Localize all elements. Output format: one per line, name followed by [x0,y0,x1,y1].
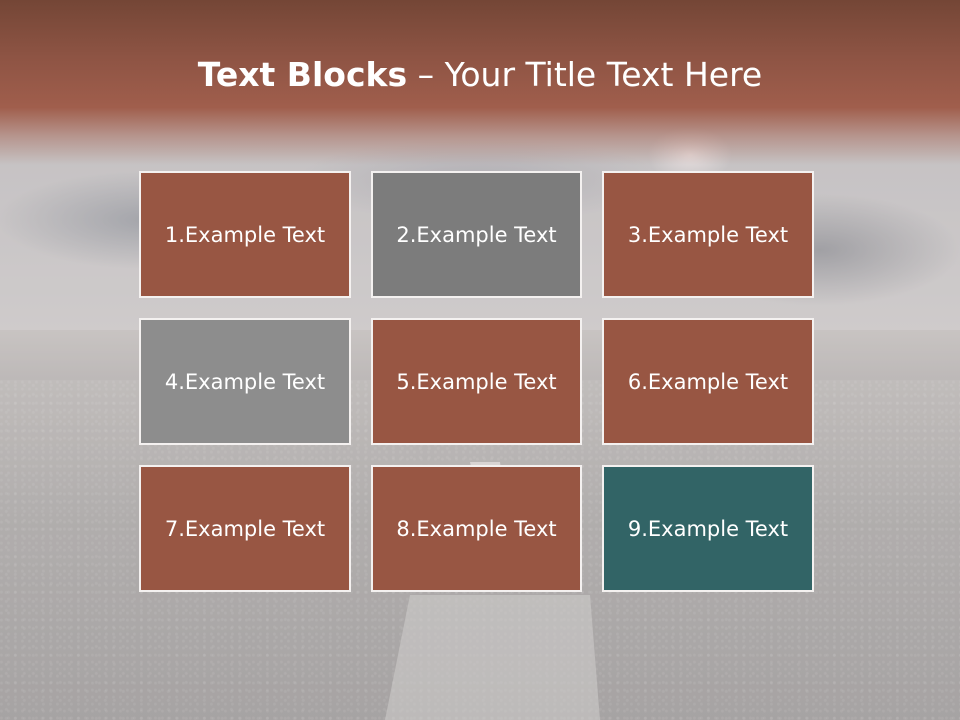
text-block-9[interactable]: 9.Example Text [602,465,814,592]
title-rest: Your Title Text Here [444,55,763,94]
slide-title: Text Blocks – Your Title Text Here [0,52,960,98]
text-block-5[interactable]: 5.Example Text [371,318,582,445]
text-block-1[interactable]: 1.Example Text [139,171,351,298]
text-block-7[interactable]: 7.Example Text [139,465,351,592]
text-block-2[interactable]: 2.Example Text [371,171,582,298]
title-band [0,0,960,165]
text-block-6[interactable]: 6.Example Text [602,318,814,445]
title-bold-part: Text Blocks [197,55,408,94]
title-dash: – [407,55,445,94]
text-block-4[interactable]: 4.Example Text [139,318,351,445]
text-block-3[interactable]: 3.Example Text [602,171,814,298]
text-block-8[interactable]: 8.Example Text [371,465,582,592]
